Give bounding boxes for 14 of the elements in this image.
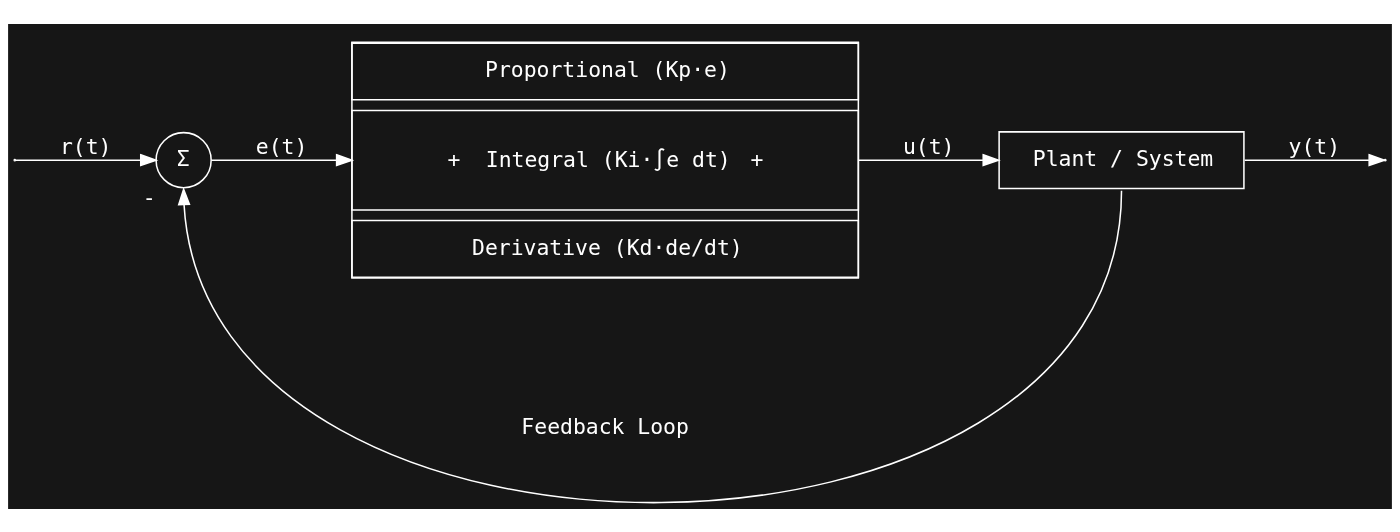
edge-label: e(t) xyxy=(255,133,308,159)
arrow xyxy=(210,153,355,167)
edge-label: r(t) xyxy=(59,133,112,159)
edge-label: u(t) xyxy=(902,133,955,159)
arrow xyxy=(177,186,1123,503)
edge-label: y(t) xyxy=(1288,133,1341,159)
node-circle: Σ xyxy=(155,131,212,188)
node-box: Proportional (Kp·e) xyxy=(351,41,860,100)
node-box: Plant / System xyxy=(998,130,1245,189)
arrow xyxy=(858,153,1001,167)
edge-label: Feedback Loop xyxy=(521,413,689,439)
node-label: - xyxy=(142,184,156,210)
node-box: Derivative (Kd·de/dt) xyxy=(351,219,860,278)
node-box: + Integral (Ki·∫e dt) + xyxy=(351,109,860,211)
